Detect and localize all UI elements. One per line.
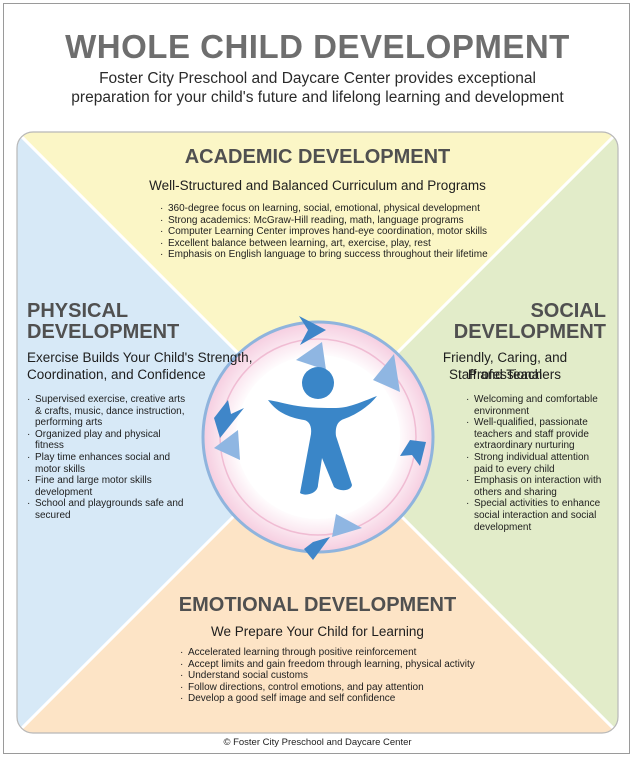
list-item: Computer Learning Center improves hand-e… — [158, 226, 488, 238]
list-item: Strong individual attention paid to ever… — [464, 452, 610, 475]
arrow-left-icon — [214, 400, 244, 438]
emotional-list: Accelerated learning through positive re… — [178, 647, 478, 705]
list-item: School and playgrounds safe and secured — [25, 498, 190, 521]
list-item: Fine and large motor skills development — [25, 475, 190, 498]
list-item: Welcoming and comfortable environment — [464, 394, 610, 417]
ring-triangle-top — [296, 342, 326, 370]
physical-title-line1: PHYSICAL — [27, 300, 129, 322]
physical-subtitle-line2: Coordination, and Confidence — [27, 367, 206, 382]
list-item: Accept limits and gain freedom through l… — [178, 659, 478, 671]
arrow-right-icon — [400, 440, 426, 466]
arrow-bottom-icon — [304, 537, 330, 560]
physical-list: Supervised exercise, creative arts & cra… — [25, 394, 190, 522]
academic-title: ACADEMIC DEVELOPMENT — [184, 146, 451, 168]
academic-list: 360-degree focus on learning, social, em… — [158, 203, 488, 261]
list-item: Understand social customs — [178, 670, 478, 682]
social-subtitle-line1: Friendly, Caring, and Professional — [442, 350, 568, 382]
ring-triangle-left — [214, 430, 240, 460]
social-subtitle-line2: Staff and Teachers — [448, 367, 562, 382]
list-item: Special activities to enhance social int… — [464, 498, 610, 533]
list-item: Emphasis on English language to bring su… — [158, 249, 488, 261]
footer-copyright: © Foster City Preschool and Daycare Cent… — [223, 737, 412, 748]
list-item: Develop a good self image and self confi… — [178, 693, 478, 705]
emotional-subtitle: We Prepare Your Child for Learning — [211, 624, 424, 639]
child-figure-icon — [268, 367, 377, 495]
list-item: Strong academics: McGraw-Hill reading, m… — [158, 215, 488, 227]
page-title: WHOLE CHILD DEVELOPMENT — [65, 28, 570, 65]
arrow-top-icon — [299, 316, 326, 345]
social-list: Welcoming and comfortable environment We… — [464, 394, 610, 533]
social-title-line1: SOCIAL — [530, 300, 606, 322]
list-item: 360-degree focus on learning, social, em… — [158, 203, 488, 215]
page-subtitle: Foster City Preschool and Daycare Center… — [71, 70, 564, 106]
list-item: Emphasis on interaction with others and … — [464, 475, 610, 498]
list-item: Organized play and physical fitness — [25, 429, 190, 452]
list-item: Play time enhances social and motor skil… — [25, 452, 190, 475]
list-item: Well-qualified, passionate teachers and … — [464, 417, 610, 452]
ring-triangle-bottom — [332, 514, 362, 537]
list-item: Follow directions, control emotions, and… — [178, 682, 478, 694]
academic-subtitle: Well-Structured and Balanced Curriculum … — [149, 178, 486, 193]
social-title-line2: DEVELOPMENT — [453, 321, 606, 343]
list-item: Accelerated learning through positive re… — [178, 647, 478, 659]
emotional-title: EMOTIONAL DEVELOPMENT — [178, 594, 457, 616]
physical-title-line2: DEVELOPMENT — [27, 321, 180, 343]
list-item: Excellent balance between learning, art,… — [158, 238, 488, 250]
list-item: Supervised exercise, creative arts & cra… — [25, 394, 190, 429]
physical-subtitle-line1: Exercise Builds Your Child's Strength, — [27, 350, 253, 365]
ring-triangle-right — [373, 354, 400, 392]
